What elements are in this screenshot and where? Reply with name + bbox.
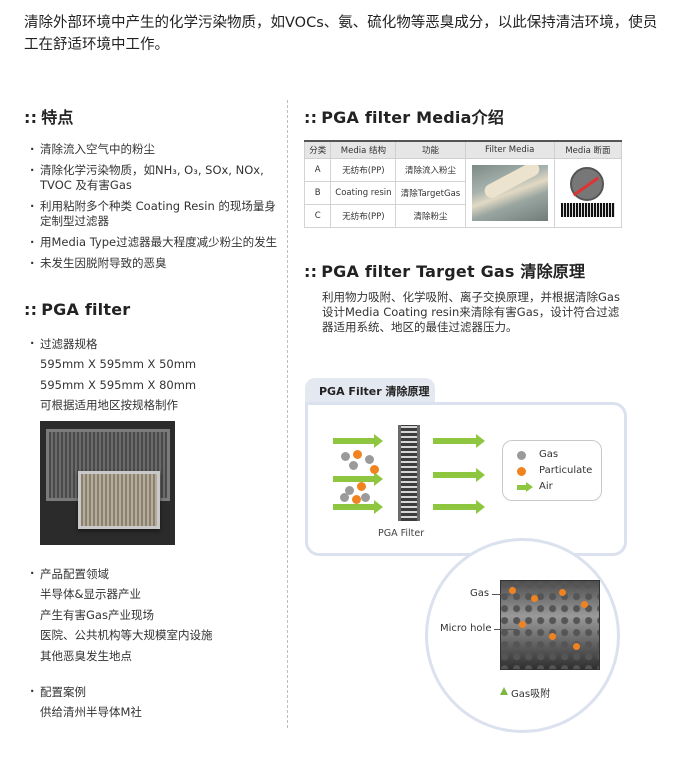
features-title: 特点 — [41, 108, 74, 127]
fields-list: 半导体&显示器产业 产生有害Gas产业现场 医院、公共机构等大规模室内设施 其他… — [40, 584, 213, 666]
spec-item: 可根据适用地区按规格制作 — [40, 398, 178, 412]
principle-title: PGA filter Target Gas 清除原理 — [321, 262, 586, 281]
cell: Coating resin — [330, 180, 397, 205]
features-heading: ::特点 — [24, 104, 74, 128]
cell: 清除流入粉尘 — [395, 157, 466, 182]
cell: C — [303, 203, 332, 228]
gas-particle — [361, 493, 370, 502]
arrow-right-icon — [333, 500, 383, 514]
heading-mark: :: — [304, 262, 318, 281]
media-table: 分类 Media 结构 功能 Filter Media Media 断面 A 无… — [303, 140, 623, 228]
dust-particle — [357, 482, 366, 491]
features-list: 清除流入空气中的粉尘 清除化学污染物质，如NH₃, O₃, SOx, NOx, … — [28, 142, 278, 277]
case-item: 供给清州半导体M社 — [40, 705, 142, 719]
arrow-right-icon — [333, 472, 383, 486]
cases-head: 配置案例 — [28, 684, 86, 700]
media-heading: ::PGA filter Media介绍 — [304, 104, 504, 128]
triangle-icon — [500, 687, 508, 695]
cell: B — [303, 180, 332, 205]
cell: 无纺布(PP) — [330, 157, 397, 182]
dust-particle — [353, 450, 362, 459]
intro-line: 清除外部环境中产生的化学污染物质，如VOCs、氨、硫化物等恶臭成分，以此保持清洁… — [24, 15, 658, 31]
principle-tab: PGA Filter 清除原理 — [305, 378, 435, 402]
table-row: A 无纺布(PP) 清除流入粉尘 — [303, 157, 623, 228]
arrow-right-icon — [433, 500, 485, 514]
media-section-image — [560, 165, 615, 221]
cell: 无纺布(PP) — [330, 203, 397, 228]
pga-heading: ::PGA filter — [24, 300, 130, 319]
principle-description: 利用物力吸附、化学吸附、离子交换原理，并根据清除Gas设计Media Coati… — [322, 290, 620, 334]
gas-particle — [340, 493, 349, 502]
heading-mark: :: — [304, 108, 318, 127]
gas-dot-icon — [517, 451, 526, 460]
dust-particle — [370, 465, 379, 474]
intro-line: 工在舒适环境中工作。 — [24, 37, 169, 53]
pga-filter-graphic — [398, 425, 420, 521]
field-item: 其他恶臭发生地点 — [40, 648, 132, 663]
zoom-label-micro-hole: Micro hole — [440, 623, 492, 634]
table-header-row: 分类 Media 结构 功能 Filter Media Media 断面 — [303, 140, 623, 159]
zoom-label-gas: Gas — [470, 588, 490, 599]
legend: Gas Particulate Air — [502, 440, 602, 501]
filter-photo — [40, 421, 175, 545]
zoom-label-adsorption: Gas吸附 — [511, 689, 551, 700]
legend-label: Air — [539, 481, 553, 492]
cell: 清除粉尘 — [395, 203, 466, 228]
table-row: C 无纺布(PP) 清除粉尘 — [303, 203, 622, 228]
air-arrow-icon — [517, 482, 533, 493]
spec-item: 595mm X 595mm X 80mm — [40, 377, 197, 392]
media-section-image-cell — [553, 157, 623, 228]
list-item: 未发生因脱附导致的恶臭 — [28, 256, 278, 271]
filter-media-image — [471, 164, 548, 221]
particulate-dot-icon — [517, 467, 526, 476]
pointer-line — [494, 629, 516, 630]
gas-particle — [349, 461, 358, 470]
col-header: Filter Media — [464, 140, 555, 159]
pga-filter-label: PGA Filter — [378, 528, 425, 539]
arrow-right-icon — [433, 468, 485, 482]
list-item: 用Media Type过滤器最大程度减少粉尘的发生 — [28, 235, 278, 250]
spec-head: 过滤器规格 — [28, 336, 98, 352]
list-item: 清除流入空气中的粉尘 — [28, 142, 278, 157]
cases-list: 供给清州半导体M社 — [40, 702, 142, 723]
cell: 清除TargetGas — [395, 180, 466, 205]
list-item: 清除化学污染物质，如NH₃, O₃, SOx, NOx, TVOC 及有害Gas — [28, 163, 278, 193]
field-item: 半导体&显示器产业 — [40, 587, 141, 601]
field-item: 产生有害Gas产业现场 — [40, 607, 154, 622]
heading-mark: :: — [24, 300, 38, 319]
gas-particle — [365, 455, 374, 464]
gas-particle — [341, 452, 350, 461]
intro-text: 清除外部环境中产生的化学污染物质，如VOCs、氨、硫化物等恶臭成分，以此保持清洁… — [24, 12, 674, 56]
legend-label: Gas — [539, 449, 559, 460]
legend-label: Particulate — [539, 465, 593, 476]
pointer-line — [492, 594, 510, 595]
col-header: Media 结构 — [330, 140, 397, 159]
col-header: Media 断面 — [553, 140, 623, 159]
spec-list: 595mm X 595mm X 50mm 595mm X 595mm X 80m… — [40, 354, 196, 416]
media-title: PGA filter Media介绍 — [321, 108, 505, 127]
filter-photo-front — [78, 471, 160, 529]
arrow-right-icon — [333, 434, 383, 448]
gas-particle — [345, 486, 354, 495]
column-divider — [287, 100, 288, 728]
pga-title: PGA filter — [41, 300, 131, 319]
col-header: 功能 — [395, 140, 466, 159]
filter-media-image-cell — [464, 157, 555, 228]
principle-heading: ::PGA filter Target Gas 清除原理 — [304, 258, 585, 282]
col-header: 分类 — [303, 140, 332, 159]
arrow-right-icon — [433, 434, 485, 448]
dust-particle — [352, 495, 361, 504]
micro-structure-graphic — [500, 580, 600, 670]
list-item: 利用粘附多个种类 Coating Resin 的现场量身定制型过滤器 — [28, 199, 278, 229]
cell: A — [303, 157, 332, 182]
spec-item: 595mm X 595mm X 50mm — [40, 357, 197, 371]
fields-head: 产品配置领域 — [28, 566, 109, 582]
heading-mark: :: — [24, 108, 38, 127]
field-item: 医院、公共机构等大规模室内设施 — [40, 628, 213, 642]
